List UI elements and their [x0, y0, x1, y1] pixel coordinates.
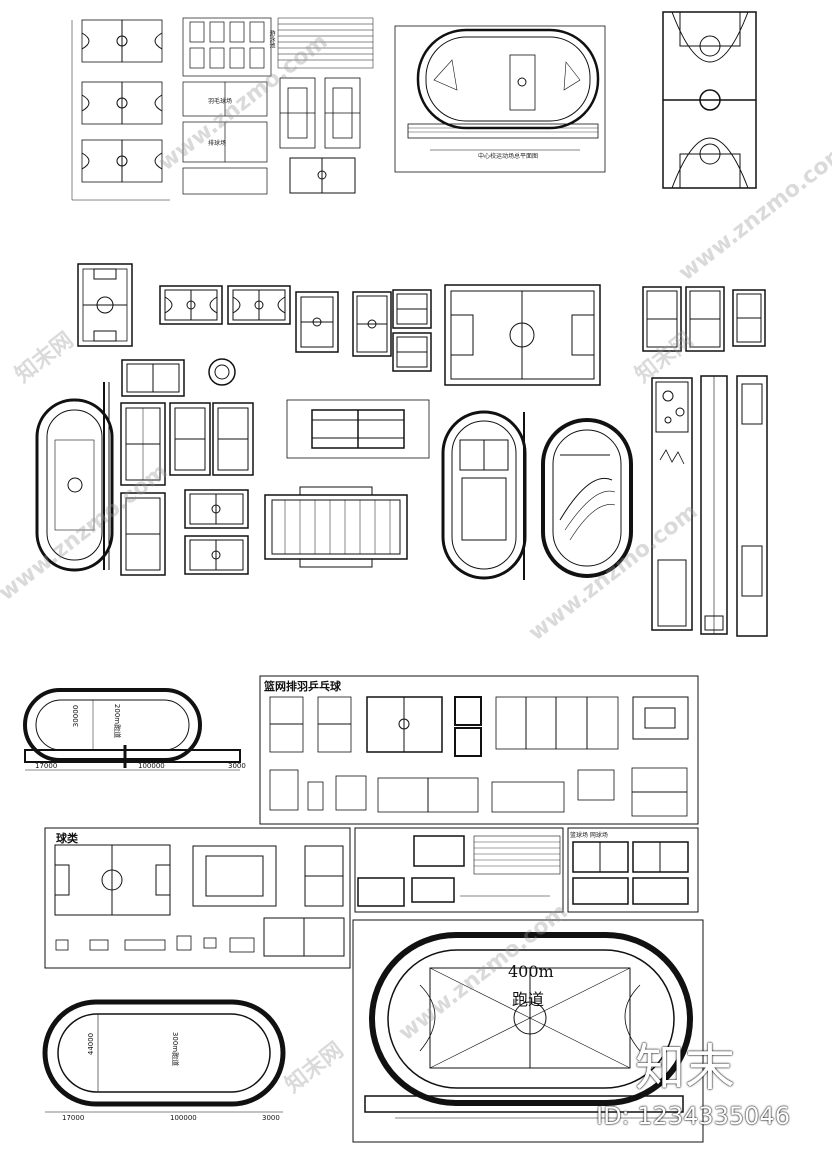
right-long-strips [651, 375, 768, 637]
master-plan-caption: 中心校运动场总平面图 [478, 153, 539, 160]
ball-group1-title: 篮网排羽乒乓球 [264, 680, 341, 693]
soccer-field-vertical [77, 263, 133, 347]
track-400-label-cn: 跑道 [512, 990, 545, 1009]
basketball-courts-small-pair [184, 489, 249, 575]
straight-track-lanes [277, 17, 374, 69]
track-left-small [35, 382, 114, 572]
track-400m-main [352, 919, 704, 1143]
track-200m [23, 688, 241, 771]
track-200-dim-right: 3000 [228, 762, 246, 770]
badminton-courts-vertical [120, 402, 254, 576]
american-football-field [264, 486, 408, 568]
track-200-dim-left: 17000 [35, 762, 58, 770]
track-300-name: 300m跑道 [171, 1031, 180, 1067]
pool-label: 游泳池 [268, 30, 275, 48]
table-group-title: 篮球场 网球场 [570, 832, 608, 839]
tennis-court-horizontal [286, 399, 430, 459]
ball-group-basketball-tennis [259, 675, 699, 825]
track-300m [42, 999, 286, 1113]
basketball-courts-row [159, 285, 291, 325]
track-400-label-num: 400m [508, 962, 554, 981]
track-200-name: 200m跑道 [113, 703, 122, 739]
track-300-height: 44000 [87, 1032, 96, 1056]
court-grid-block [182, 17, 272, 195]
track-200-dim-mid: 100000 [138, 762, 165, 770]
soccer-field-horizontal [444, 284, 601, 386]
large-basketball-court [662, 11, 757, 189]
track-with-basketball [441, 410, 527, 580]
campus-sports-master-plan [394, 25, 606, 173]
basketball-courts-right-trio [642, 286, 766, 352]
small-basketball-court [289, 157, 356, 194]
basketball-court-stack [71, 19, 170, 201]
id-text: ID: 1234335046 [596, 1102, 790, 1130]
badminton-label: 羽毛球场 [208, 98, 233, 105]
track-with-stands [541, 418, 633, 578]
ball-group-soccer [44, 827, 351, 969]
track-300-dim-right: 3000 [262, 1114, 280, 1122]
tennis-court-pair [279, 77, 361, 149]
misc-small-courts [121, 358, 236, 397]
ball-group2-title: 球类 [56, 832, 78, 845]
track-and-courts-block [354, 827, 564, 913]
basketball-tennis-group [567, 827, 699, 913]
track-300-dim-left: 17000 [62, 1114, 85, 1122]
basketball-courts-vertical [295, 289, 432, 372]
track-300-dim-mid: 100000 [170, 1114, 197, 1122]
volleyball-label: 排球场 [208, 140, 227, 147]
track-200-height: 30000 [72, 704, 81, 728]
brand-logo: 知末 [635, 1039, 735, 1097]
